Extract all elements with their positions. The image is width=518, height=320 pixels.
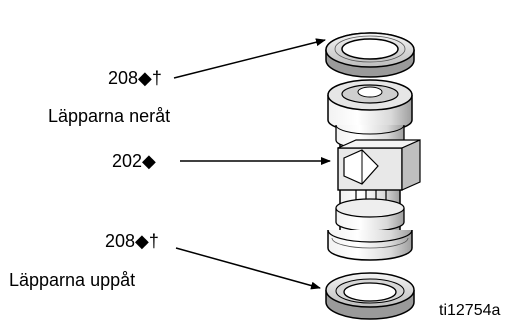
seal-ring-bottom (325, 272, 415, 320)
part-number-208-bottom: 208◆† (105, 231, 159, 251)
part-number-208-top: 208◆† (108, 68, 162, 88)
note-lips-up: Läpparna uppåt (9, 270, 136, 290)
leader-arrow-208-bottom (175, 247, 321, 290)
leader-arrow-208-top (173, 38, 326, 79)
seal-ring-top (325, 32, 415, 78)
note-lips-down: Läpparna neråt (48, 106, 171, 126)
valve-body-assembly (327, 79, 421, 261)
part-number-202: 202◆ (112, 151, 156, 171)
figure-id: ti12754a (439, 302, 501, 319)
